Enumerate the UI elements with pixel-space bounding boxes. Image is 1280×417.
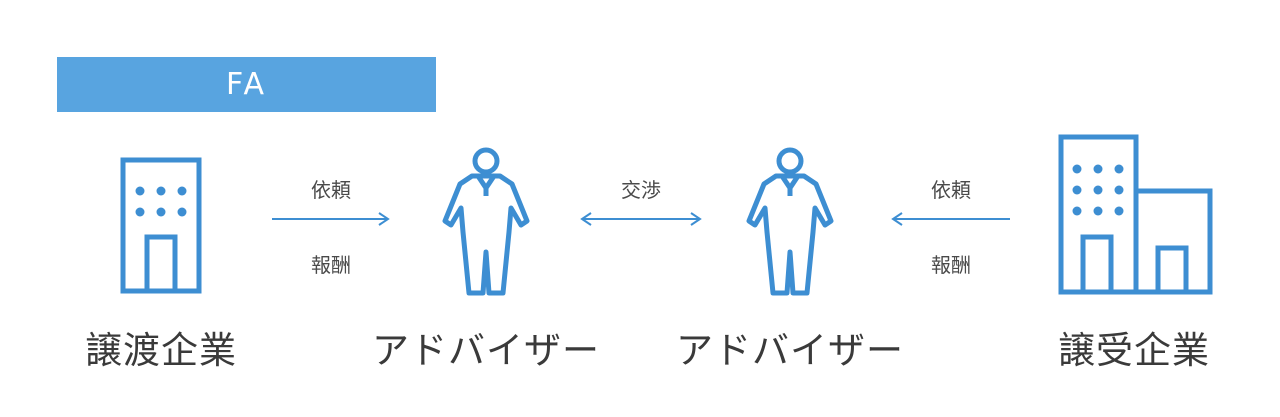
negotiation-label: 交渉 [621,178,661,202]
person-icon [442,147,530,296]
seller-advisor-label: アドバイザー [372,329,600,372]
request-arrow-right [272,212,390,226]
buildings-icon [1058,134,1213,295]
request-arrow-left [891,212,1010,226]
buyer-label: 譲受企業 [1058,329,1210,372]
building-icon [120,157,202,294]
negotiation-arrow [580,212,702,226]
buyer-advisor-label: アドバイザー [676,329,904,372]
fa-banner: FA [57,57,436,112]
left-request-label: 依頼 [311,178,351,202]
seller-label: 譲渡企業 [85,329,237,372]
fa-banner-label: FA [225,67,268,102]
right-fee-label: 報酬 [931,253,971,277]
person-icon [746,147,834,296]
left-fee-label: 報酬 [311,253,351,277]
right-request-label: 依頼 [931,178,971,202]
